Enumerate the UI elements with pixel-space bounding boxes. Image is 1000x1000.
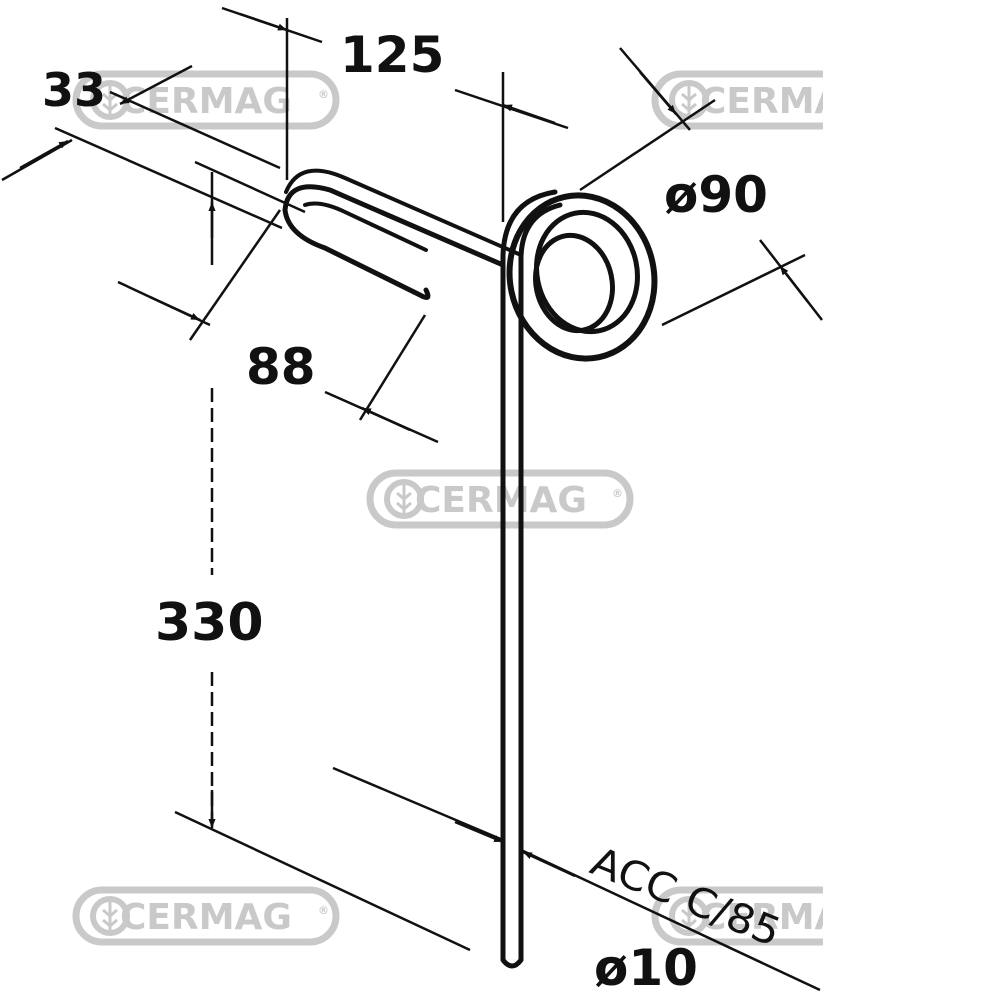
dim-arrow-10-a: [454, 820, 504, 844]
dim-arrow-88-b: [361, 406, 411, 432]
ext-line-90-bottom: [661, 253, 806, 327]
dimension-lines: [1, 6, 823, 992]
tine-arm-inner: [284, 168, 523, 257]
watermark-top-left: CERMAG ®: [76, 74, 336, 126]
ext-line-88-top: [194, 160, 306, 214]
dim-arrow-125-right: [502, 103, 556, 125]
dim-arrow-10-b: [522, 850, 576, 878]
dim-label-coil-diameter: ø90: [664, 166, 768, 224]
ext-line-33-a: [54, 126, 283, 230]
tine-wire: [282, 168, 658, 969]
hook-inner: [303, 201, 428, 252]
ext-line-90-top: [579, 98, 716, 192]
watermark-reg-mark: ®: [318, 904, 329, 917]
watermark-reg-mark: ®: [318, 88, 329, 101]
ext-line-88-left: [188, 209, 282, 341]
dim-label-wire-diameter: ø10: [594, 939, 698, 997]
watermark-brand: CERMAG: [120, 81, 292, 122]
dim-arrow-33-a: [19, 139, 69, 170]
watermark-bottom-left: CERMAG ®: [76, 890, 336, 942]
ext-line-33-b: [109, 90, 281, 170]
dim-arrow-125-left: [239, 12, 288, 32]
tine-shaft: [500, 252, 524, 969]
dim-arrow-33-b: [119, 64, 193, 106]
dim-label-125: 125: [340, 26, 444, 84]
watermark-center: CERMAG ®: [370, 473, 630, 525]
right-margin: [823, 0, 1000, 1000]
watermark-reg-mark: ®: [612, 487, 623, 500]
dim-label-330: 330: [155, 593, 264, 653]
dimension-labels: 33 125 88 330 ø90 ø10: [42, 26, 768, 997]
dim-label-88: 88: [246, 338, 316, 396]
tine-arm-outer: [282, 184, 506, 301]
ext-line-88-right: [358, 314, 427, 421]
dim-arrow-88-a: [149, 295, 201, 322]
dim-arrow-90-a: [639, 71, 677, 115]
watermark-brand: CERMAG: [120, 897, 292, 938]
ext-line-330-bottom: [174, 810, 471, 952]
dim-label-33: 33: [42, 63, 106, 117]
tine-coil: [500, 189, 658, 362]
dim-arrow-90-b: [779, 265, 809, 303]
dim-line-10-a: [332, 766, 504, 842]
